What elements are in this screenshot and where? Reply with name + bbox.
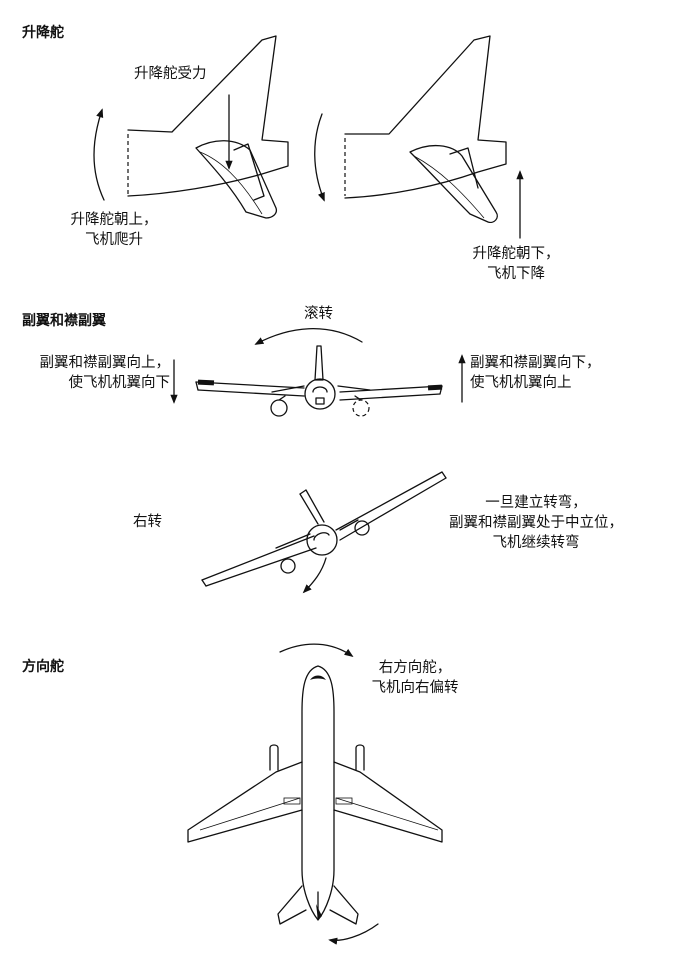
right-turn-label: 右转 [133,514,162,530]
pitch-down-arrow [314,113,325,202]
tail-elevator-up-drawing [127,35,289,219]
rudder-label: 右方向舵， 飞机向右偏转 [371,660,459,696]
elevator-force-label: 升降舵受力 [134,66,207,82]
aircraft-front-roll-drawing [195,345,443,417]
yaw-arrow-bottom [328,923,379,945]
yaw-arrow-top [279,643,354,658]
neutral-aileron-label: 一旦建立转弯， 副翼和襟副翼处于中立位， 飞机继续转弯 [449,495,623,551]
aircraft-banked-turn-drawing [201,471,447,587]
roll-label: 滚转 [304,306,333,322]
aileron-right-label: 副翼和襟副翼向下， 使飞机机翼向上 [470,355,601,391]
roll-arrow [254,328,363,345]
elevator-up-label: 升降舵朝上， 飞机爬升 [70,212,158,248]
ailerons-heading: 副翼和襟副翼 [22,313,106,329]
rudder-heading: 方向舵 [22,659,64,675]
elevator-heading: 升降舵 [22,25,64,41]
tail-elevator-down-drawing [344,35,507,224]
pitch-up-arrow [93,108,105,201]
aircraft-top-view-drawing [187,665,443,925]
aileron-left-label: 副翼和襟副翼向上， 使飞机机翼向下 [39,355,171,391]
turn-arrow [302,557,327,594]
elevator-down-label: 升降舵朝下， 飞机下降 [472,246,560,282]
